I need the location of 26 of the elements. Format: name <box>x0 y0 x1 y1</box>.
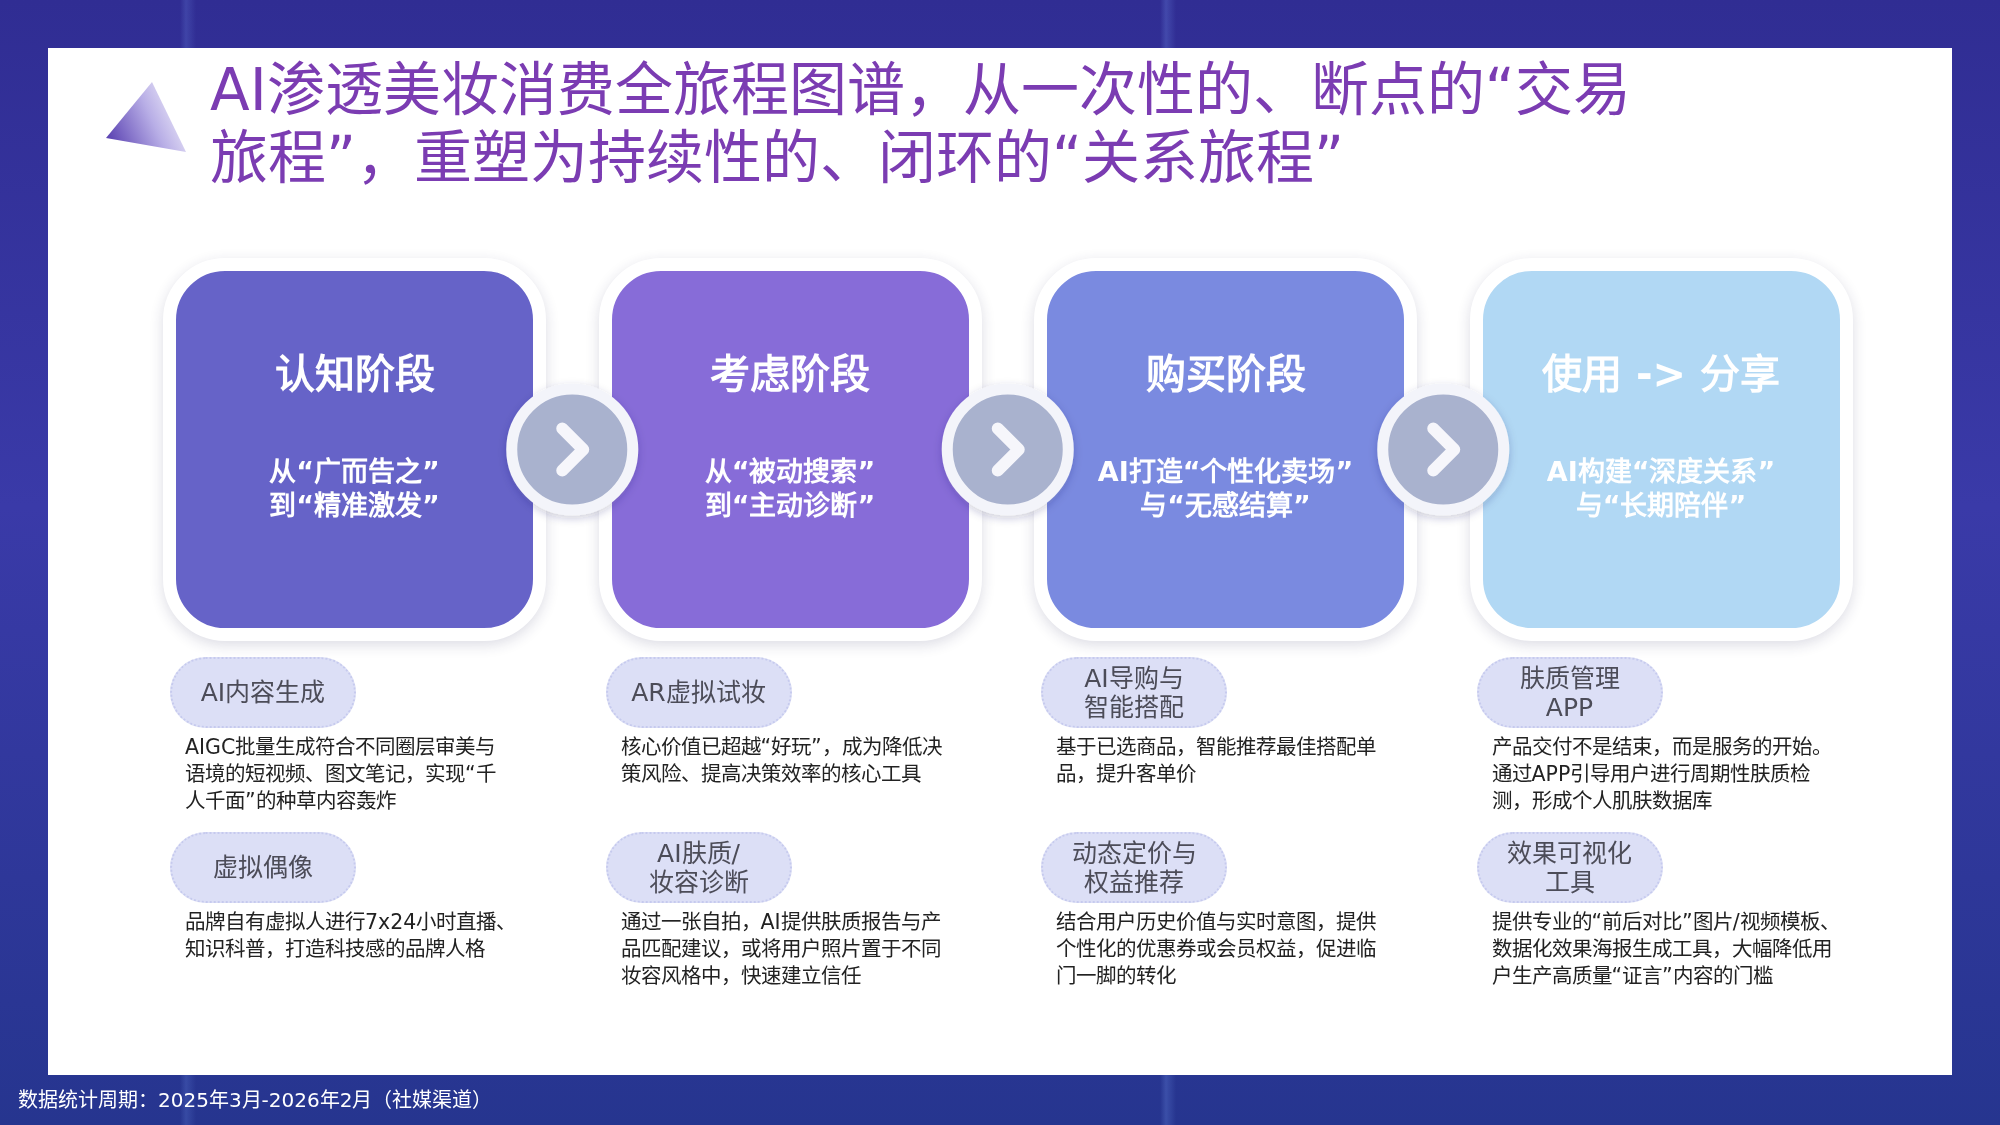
description: 产品交付不是结束，而是服务的开始。通过APP引导用户进行周期性肤质检测，形成个人肌肤数据库 <box>1491 734 1833 815</box>
description: 提供专业的“前后对比”图片/视频模板、数据化效果海报生成工具，大幅降低用户生产高质量“证言”内容的门槛 <box>1491 909 1841 990</box>
feature-tag: 肤质管理APP <box>1476 657 1663 728</box>
description: 结合用户历史价值与实时意图，提供个性化的优惠券或会员权益，促进临门一脚的转化 <box>1056 909 1377 990</box>
stage-title: 认知阶段 <box>274 350 435 398</box>
description: AIGC批量生成符合不同圈层审美与语境的短视频、图文笔记，实现“千人千面”的种草内容轰炸 <box>185 734 497 815</box>
stage-subtitle: 从“广而告之”到“精准激发” <box>268 455 441 523</box>
stage-subtitle: AI构建“深度关系”与“长期陪伴” <box>1545 455 1777 523</box>
stage-title: 使用 -> 分享 <box>1542 350 1780 398</box>
stage-title: 考虑阶段 <box>710 350 870 398</box>
feature-tag: AR虚拟试妆 <box>605 657 792 728</box>
feature-tag: AI肤质/妆容诊断 <box>605 832 792 903</box>
description: 品牌自有虚拟人进行7x24小时直播、知识科普，打造科技感的品牌人格 <box>185 909 518 963</box>
feature-tag: 动态定价与权益推荐 <box>1041 832 1227 903</box>
feature-tag: 效果可视化工具 <box>1476 832 1663 903</box>
feature-tag: 虚拟偶像 <box>170 832 356 903</box>
description: 核心价值已超越“好玩”，成为降低决策风险、提高决策效率的核心工具 <box>620 734 943 788</box>
stage-subtitle: AI打造“个性化卖场”与“无感结算” <box>1096 455 1355 523</box>
feature-tag: AI导购与智能搭配 <box>1041 657 1227 728</box>
title: AI渗透美妆消费全旅程图谱，从一次性的、断点的“交易旅程”，重塑为持续性的、闭环的“关系旅程” <box>210 56 1632 192</box>
stage-subtitle: 从“被动搜索”到“主动诊断” <box>703 455 877 523</box>
feature-tag: AI内容生成 <box>170 657 356 728</box>
stage-title: 购买阶段 <box>1145 350 1306 398</box>
description: 基于已选商品，智能推荐最佳搭配单品，提升客单价 <box>1056 734 1377 788</box>
source-note: 数据统计周期：2025年3月-2026年2月（社媒渠道） <box>18 1087 493 1113</box>
description: 通过一张自拍，AI提供肤质报告与产品匹配建议，或将用户照片置于不同妆容风格中，快速建立信任 <box>620 909 942 990</box>
